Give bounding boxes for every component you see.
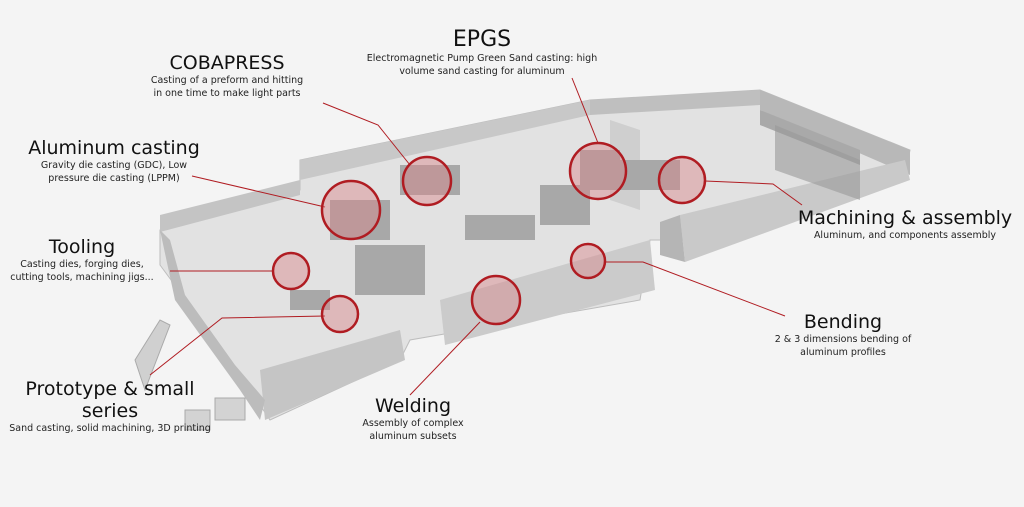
leader-lines [149, 77, 803, 396]
area-title: Prototype & small [25, 378, 195, 400]
leader-welding [409, 321, 481, 396]
circle-welding[interactable] [470, 274, 522, 326]
area-title: Aluminum casting [28, 137, 200, 159]
factory-building [134, 89, 911, 431]
leader-bending [605, 261, 786, 317]
label-tooling: Tooling Casting dies, forging dies, cutt… [10, 236, 154, 283]
circle-epgs[interactable] [568, 141, 628, 201]
leader-epgs [571, 77, 599, 144]
leader-prototype [149, 315, 326, 376]
label-aluminum-casting: Aluminum casting Gravity die casting (GD… [28, 137, 200, 184]
circle-aluminum-casting[interactable] [320, 179, 382, 241]
circle-cobapress[interactable] [401, 155, 453, 207]
area-title: COBAPRESS [169, 52, 285, 74]
area-title-line2: series [81, 400, 139, 422]
highlight-circles [271, 141, 707, 334]
circle-bending[interactable] [569, 242, 607, 280]
leader-aluminum-casting [191, 175, 326, 208]
label-bending: Bending 2 & 3 dimensions bending of alum… [774, 311, 912, 358]
circle-machining[interactable] [657, 155, 707, 205]
leader-machining [704, 180, 803, 206]
area-title: Machining & assembly [797, 207, 1013, 229]
area-title: EPGS [452, 27, 512, 52]
area-title: Welding [374, 395, 452, 417]
label-prototype: Prototype & small series Sand casting, s… [9, 378, 211, 434]
circle-prototype[interactable] [320, 294, 360, 334]
area-title: Tooling [48, 236, 116, 258]
label-cobapress: COBAPRESS Casting of a preform and hitti… [150, 52, 304, 99]
label-welding: Welding Assembly of complex aluminum sub… [362, 395, 464, 442]
area-title: Bending [803, 311, 883, 333]
circle-tooling[interactable] [271, 251, 311, 291]
leader-cobapress [322, 102, 411, 166]
label-machining-assembly: Machining & assembly Aluminum, and compo… [797, 207, 1013, 241]
label-epgs: EPGS Electromagnetic Pump Green Sand cas… [366, 27, 598, 77]
